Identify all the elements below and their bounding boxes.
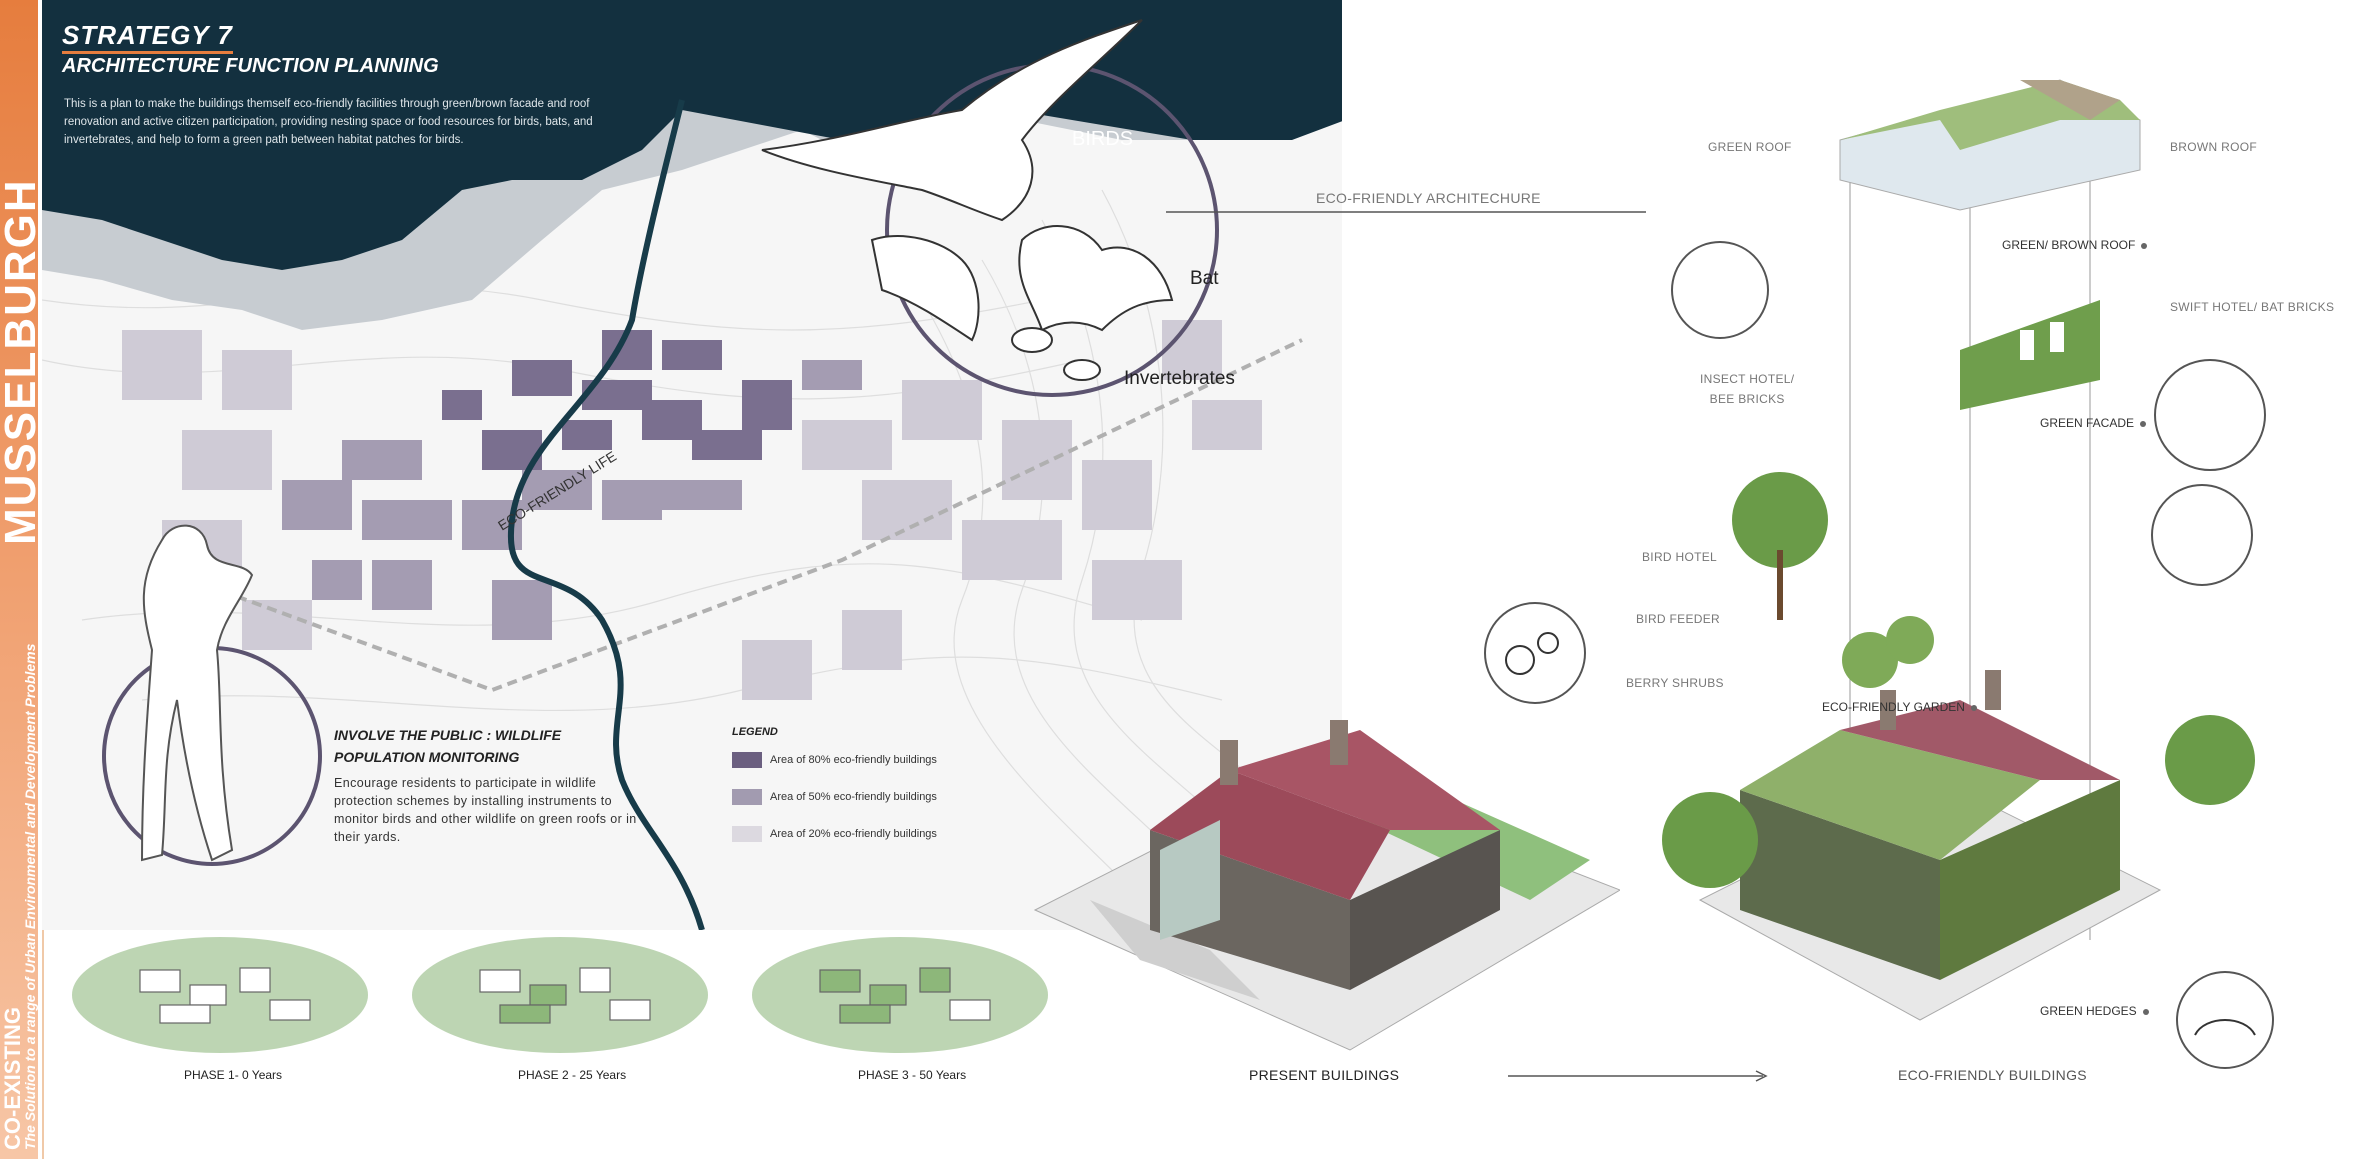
- legend-swatch: [732, 752, 762, 768]
- insect-hotel-label: INSECT HOTEL/ BEE BRICKS: [1700, 372, 1794, 406]
- bee-illustration: [1011, 327, 1053, 353]
- frog-icon: [2176, 971, 2274, 1069]
- legend-label: Area of 20% eco-friendly buildings: [770, 828, 937, 840]
- green-facade-label: GREEN FACADE: [2040, 416, 2147, 430]
- eco-buildings-caption: ECO-FRIENDLY BUILDINGS: [1898, 1067, 2087, 1083]
- railway: [191, 338, 1303, 693]
- legend-label: Area of 80% eco-friendly buildings: [770, 754, 937, 766]
- strategy-title: STRATEGY 7: [62, 20, 233, 54]
- eco-garden-text: ECO-FRIENDLY GARDEN: [1822, 700, 1965, 714]
- swift-hotel-label: SWIFT HOTEL/ BAT BRICKS: [2170, 300, 2335, 314]
- bird-hotel-label: BIRD HOTEL: [1642, 550, 1718, 564]
- legend-swatch: [732, 826, 762, 842]
- urban-blocks: [122, 320, 1262, 700]
- eco-arch-line: [1166, 211, 1646, 213]
- marker-dot: [2142, 1008, 2149, 1015]
- sidebar-band: [0, 0, 38, 1159]
- legend-label: Area of 50% eco-friendly buildings: [770, 791, 937, 803]
- legend-title: LEGEND: [732, 726, 778, 738]
- species-birds: BIRDS: [1072, 128, 1134, 150]
- species-bat: Bat: [1190, 268, 1219, 289]
- phase-3-diagram: [752, 937, 1048, 1053]
- species-invertebrates: Invertebrates: [1124, 368, 1235, 389]
- bird-illustration: [761, 19, 1143, 222]
- green-brown-roof-text: GREEN/ BROWN ROOF: [2002, 238, 2136, 252]
- green-hedges-label: GREEN HEDGES: [2040, 1004, 2149, 1018]
- bird-feeder-label: BIRD FEEDER: [1636, 612, 1720, 626]
- legend-item-80: Area of 80% eco-friendly buildings: [732, 752, 937, 768]
- person-illustration: [140, 524, 254, 862]
- green-hedges-text: GREEN HEDGES: [2040, 1004, 2137, 1018]
- transition-arrow: [1508, 1070, 1768, 1082]
- green-roof-label: GREEN ROOF: [1708, 140, 1792, 154]
- marker-dot: [2141, 242, 2148, 249]
- brown-roof-label: BROWN ROOF: [2170, 140, 2257, 154]
- present-buildings-caption: PRESENT BUILDINGS: [1249, 1067, 1400, 1083]
- phase-1-diagram: [72, 937, 368, 1053]
- berry-icon: [1484, 602, 1586, 704]
- strategy-subtitle: ARCHITECTURE FUNCTION PLANNING: [62, 55, 439, 77]
- river: [507, 99, 705, 930]
- legend-item-50: Area of 50% eco-friendly buildings: [732, 789, 937, 805]
- eco-building-diagram: [1662, 79, 2266, 1021]
- phase-2-diagram: [412, 937, 708, 1053]
- site-map: [42, 0, 1342, 930]
- insect-hotel-line2: BEE BRICKS: [1709, 392, 1785, 406]
- eco-garden-label: ECO-FRIENDLY GARDEN: [1822, 700, 1977, 714]
- green-brown-roof-label: GREEN/ BROWN ROOF: [2002, 238, 2148, 252]
- sidebar: MUSSELBURGH CO-EXISTING The Solution to …: [0, 0, 45, 1159]
- phase-2-label: PHASE 2 - 25 Years: [518, 1068, 627, 1082]
- sidebar-town: MUSSELBURGH: [0, 178, 45, 545]
- marker-dot: [1970, 704, 1977, 711]
- legend-item-20: Area of 20% eco-friendly buildings: [732, 826, 937, 842]
- phase-diagrams: [72, 937, 1048, 1053]
- phase-3-label: PHASE 3 - 50 Years: [858, 1068, 967, 1082]
- bird-small: [870, 235, 980, 342]
- involve-title: INVOLVE THE PUBLIC : WILDLIFE POPULATION…: [334, 727, 562, 765]
- present-building: [1033, 720, 1620, 1051]
- strategy-intro: This is a plan to make the buildings the…: [64, 98, 593, 146]
- bat-illustration: [1018, 225, 1174, 332]
- sidebar-tagline: The Solution to a range of Urban Environ…: [22, 643, 38, 1150]
- berry-shrubs-label: BERRY SHRUBS: [1626, 676, 1724, 690]
- phase-1-label: PHASE 1- 0 Years: [184, 1068, 283, 1082]
- insect-hotel-line1: INSECT HOTEL/: [1700, 372, 1795, 386]
- eco-arch-label: ECO-FRIENDLY ARCHITECHURE: [1316, 190, 1541, 206]
- marker-dot: [2140, 420, 2147, 427]
- legend-swatch: [732, 789, 762, 805]
- green-facade-text: GREEN FACADE: [2040, 416, 2135, 430]
- involve-body: Encourage residents to participate in wi…: [334, 776, 637, 844]
